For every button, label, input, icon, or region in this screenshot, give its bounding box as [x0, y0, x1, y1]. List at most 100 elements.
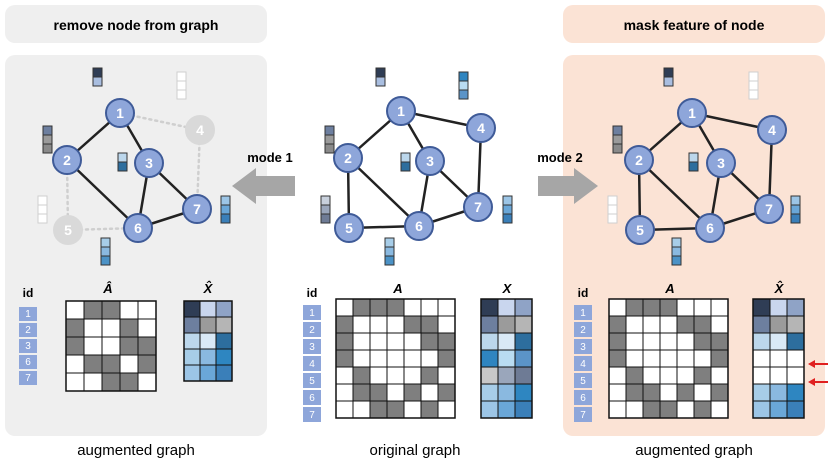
graph-node-2: 2	[52, 145, 82, 175]
graph-node-1: 1	[677, 98, 707, 128]
feature-stack-4	[458, 71, 469, 100]
right-feature-stack-4-masked	[748, 71, 759, 100]
left-caption: augmented graph	[77, 442, 195, 459]
graph-edge-2-6	[637, 158, 712, 230]
left-matrix-x-label: X̂	[203, 281, 214, 296]
left-feature-stack-5-removed	[37, 195, 48, 224]
center-id-label: id	[307, 286, 318, 300]
graph-node-4: 4	[757, 115, 787, 145]
graph-edge-2-6	[346, 156, 421, 228]
mode2-arrow	[538, 168, 598, 204]
graph-node-2: 2	[333, 143, 363, 173]
graph-node-1: 1	[386, 96, 416, 126]
graph-node-3: 3	[134, 148, 164, 178]
id-cell: 1	[580, 308, 586, 319]
id-cell: 3	[25, 341, 31, 352]
id-cell: 5	[580, 376, 586, 387]
id-cell: 2	[25, 325, 31, 336]
center-caption: original graph	[370, 442, 461, 459]
center-adjacency-matrix	[335, 298, 456, 419]
left-id-label: id	[23, 286, 34, 300]
feature-stack-1	[375, 67, 386, 87]
graph-node-6: 6	[123, 213, 153, 243]
graph-node-label: 2	[63, 152, 71, 168]
center-graph: 1 2 3 4 5 6 7	[333, 96, 496, 243]
graph-node-4: 4	[185, 115, 215, 145]
graph-node-7: 7	[463, 192, 493, 222]
graph-node-label: 1	[688, 105, 696, 121]
graph-node-5: 5	[625, 215, 655, 245]
left-feature-stack-3	[117, 152, 128, 172]
graph-node-label: 1	[397, 103, 405, 119]
graph-node-label: 2	[344, 150, 352, 166]
graph-node-2: 2	[624, 145, 654, 175]
mode1-label: mode 1	[247, 150, 293, 165]
right-feature-stack-5-masked	[607, 195, 618, 224]
center-feature-matrix	[480, 298, 533, 419]
right-matrix-a-label: A	[664, 281, 674, 296]
right-feature-stack-3	[688, 152, 699, 172]
graph-node-label: 3	[426, 153, 434, 169]
right-id-label: id	[578, 286, 589, 300]
graph-node-label: 4	[196, 122, 204, 138]
graph-node-label: 6	[134, 220, 142, 236]
right-graph: 1 2 3 4 5 6 7	[624, 98, 787, 245]
right-id-column: 1 2 3 4 5 6 7	[574, 305, 592, 422]
graph-edge-2-6	[65, 158, 140, 230]
graph-node-label: 7	[765, 201, 773, 217]
id-cell: 3	[309, 342, 315, 353]
right-caption: augmented graph	[635, 442, 753, 459]
graph-node-7: 7	[754, 194, 784, 224]
mode2-label: mode 2	[537, 150, 583, 165]
graph-node-label: 4	[477, 120, 485, 136]
left-feature-stack-2	[42, 125, 53, 154]
graph-node-7: 7	[182, 194, 212, 224]
masked-row-arrow-5	[808, 378, 828, 386]
id-cell: 7	[580, 410, 586, 421]
right-feature-stack-7	[790, 195, 801, 224]
graph-node-5: 5	[334, 213, 364, 243]
graph-node-3: 3	[415, 146, 445, 176]
right-feature-stack-1	[663, 67, 674, 87]
left-graph: 1 2 3 4 5 6 7	[52, 98, 215, 245]
masked-row-arrow-4	[808, 360, 828, 368]
id-cell: 4	[309, 359, 315, 370]
right-panel-title: mask feature of node	[624, 17, 765, 33]
id-cell: 6	[309, 393, 315, 404]
id-cell: 1	[309, 308, 315, 319]
id-cell: 6	[580, 393, 586, 404]
id-cell: 1	[25, 309, 31, 320]
id-cell: 3	[580, 342, 586, 353]
right-feature-stack-6	[671, 237, 682, 266]
id-cell: 2	[580, 325, 586, 336]
id-cell: 4	[580, 359, 586, 370]
left-feature-stack-7	[220, 195, 231, 224]
graph-node-3: 3	[706, 148, 736, 178]
graph-node-5: 5	[53, 215, 83, 245]
right-adjacency-matrix	[608, 298, 729, 419]
left-matrix-a-label: Â	[102, 281, 112, 296]
graph-node-1: 1	[105, 98, 135, 128]
right-title-banner	[563, 5, 825, 43]
left-feature-stack-1	[92, 67, 103, 87]
id-cell: 7	[309, 410, 315, 421]
graph-node-label: 6	[706, 220, 714, 236]
graph-node-label: 3	[717, 155, 725, 171]
center-matrix-x-label: X	[502, 281, 513, 296]
node-feature-stacks	[37, 67, 801, 266]
graph-node-label: 2	[635, 152, 643, 168]
id-cell: 7	[25, 373, 31, 384]
right-feature-stack-2	[612, 125, 623, 154]
left-panel-title: remove node from graph	[54, 17, 219, 33]
id-cell: 2	[309, 325, 315, 336]
graph-node-4: 4	[466, 113, 496, 143]
graph-node-label: 5	[345, 220, 353, 236]
feature-stack-6	[384, 237, 395, 266]
graph-node-label: 1	[116, 105, 124, 121]
graph-node-label: 7	[193, 201, 201, 217]
graph-node-label: 6	[415, 218, 423, 234]
